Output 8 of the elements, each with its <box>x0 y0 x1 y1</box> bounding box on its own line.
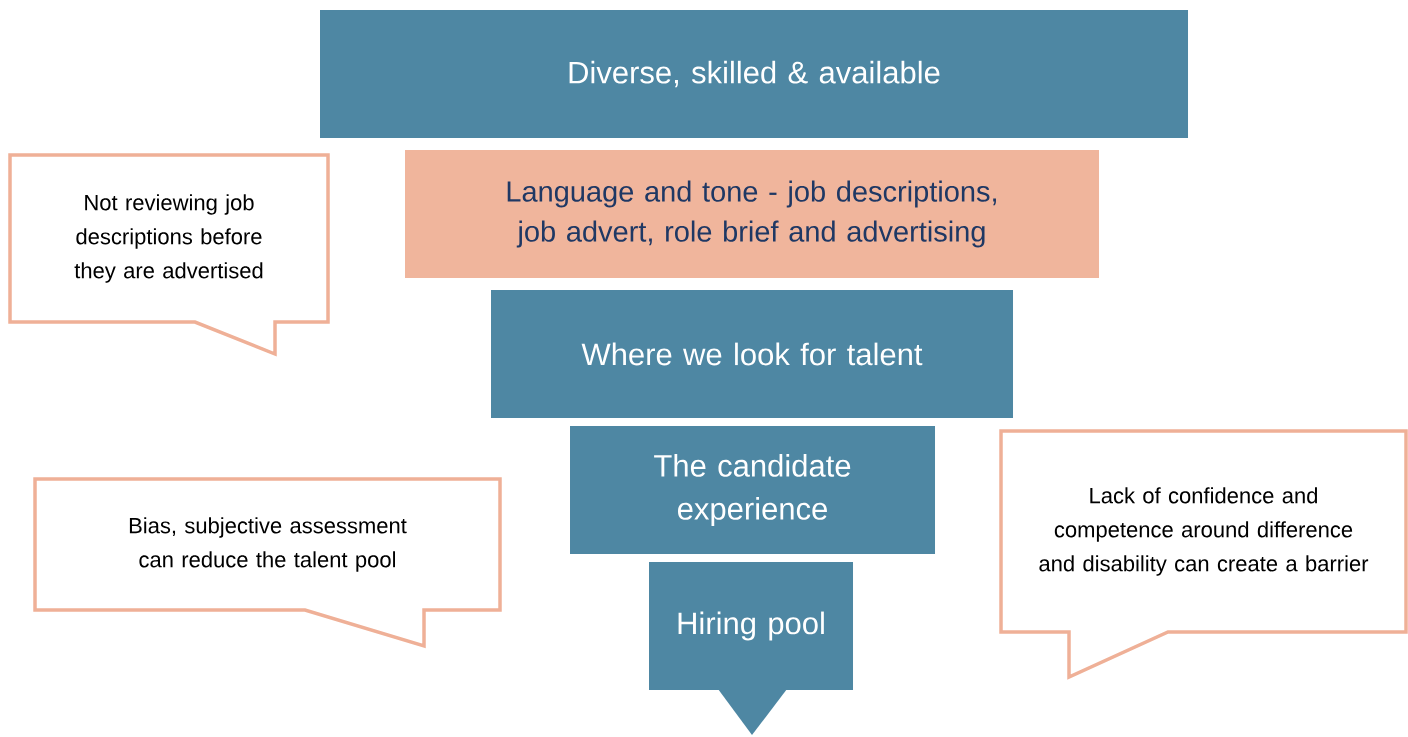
funnel-box: The candidate experience <box>570 426 935 554</box>
speech-bubble: Not reviewing job descriptions before they are advertised <box>8 153 330 357</box>
speech-bubble: Lack of confidence and competence around difference and disability can create a barrier <box>999 429 1408 680</box>
speech-bubble: Bias, subjective assessment can reduce the talent pool <box>33 477 502 649</box>
funnel-box: Language and tone - job descriptions, job advert, role brief and advertising <box>405 150 1099 278</box>
funnel-box: Diverse, skilled & available <box>320 10 1188 138</box>
funnel-box: Hiring pool <box>649 562 853 735</box>
funnel-box: Where we look for talent <box>491 290 1013 418</box>
